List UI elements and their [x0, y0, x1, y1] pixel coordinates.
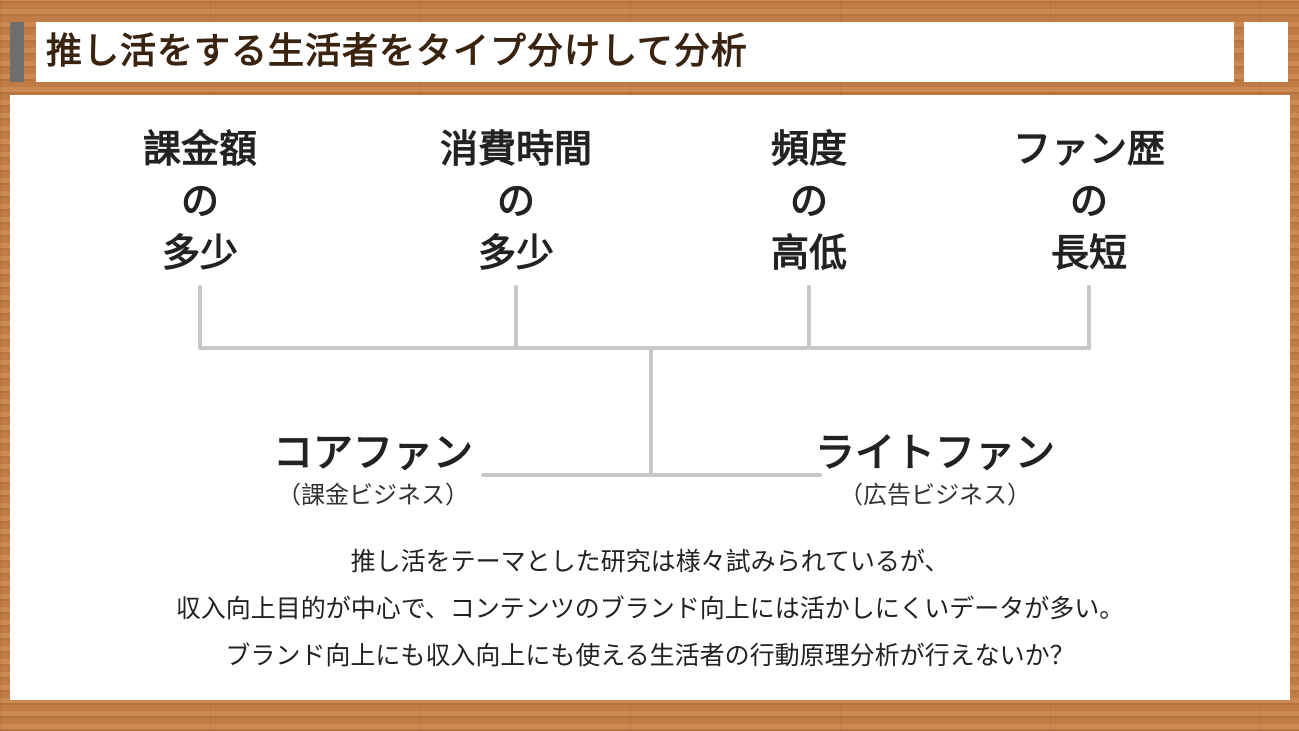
description-line: 収入向上目的が中心で、コンテンツのブランド向上には活かしにくいデータが多い。 — [175, 594, 1125, 623]
title-bar: 推し活をする生活者をタイプ分けして分析 — [10, 22, 1288, 82]
factor-line: の — [789, 179, 828, 223]
page-title: 推し活をする生活者をタイプ分けして分析 — [46, 31, 748, 72]
type-core-fan: コアファン （課金ビジネス） — [253, 428, 493, 512]
type-core-fan-name: コアファン — [273, 430, 473, 476]
factor-line: の — [1069, 179, 1108, 223]
factor-frequency: 頻度 の 高低 — [689, 123, 929, 279]
factor-line: ファン歴 — [1012, 127, 1165, 171]
factor-line: の — [496, 179, 535, 223]
description-line: ブランド向上にも収入向上にも使える生活者の行動原理分析が行えないか？ — [225, 641, 1075, 670]
title-accent-bar — [10, 22, 24, 82]
title-panel: 推し活をする生活者をタイプ分けして分析 — [36, 22, 1234, 82]
factor-line: 多少 — [161, 231, 238, 275]
factor-line: 頻度 — [770, 127, 847, 171]
factor-line: 課金額 — [142, 127, 257, 171]
type-light-fan-sub: （広告ビジネス） — [839, 481, 1031, 509]
factor-line: 多少 — [477, 231, 554, 275]
factor-line: 消費時間 — [439, 127, 592, 171]
description-text: 推し活をテーマとした研究は様々試みられているが、 収入向上目的が中心で、コンテン… — [10, 538, 1290, 679]
type-light-fan-name: ライトファン — [815, 430, 1055, 476]
factor-fan-history: ファン歴 の 長短 — [969, 123, 1209, 279]
connector-tree — [198, 285, 1091, 477]
type-light-fan: ライトファン （広告ビジネス） — [800, 428, 1070, 512]
title-end-cap — [1244, 22, 1288, 82]
factor-line: 長短 — [1050, 231, 1127, 275]
factor-line: 高低 — [770, 231, 847, 275]
factor-charge-amount: 課金額 の 多少 — [80, 123, 320, 279]
factor-time-spent: 消費時間 の 多少 — [396, 123, 636, 279]
content-card: 課金額 の 多少 消費時間 の 多少 頻度 の 高低 ファン歴 の 長短 コアフ… — [10, 95, 1290, 700]
type-core-fan-sub: （課金ビジネス） — [277, 481, 469, 509]
factor-line: の — [180, 179, 219, 223]
description-line: 推し活をテーマとした研究は様々試みられているが、 — [350, 547, 950, 576]
